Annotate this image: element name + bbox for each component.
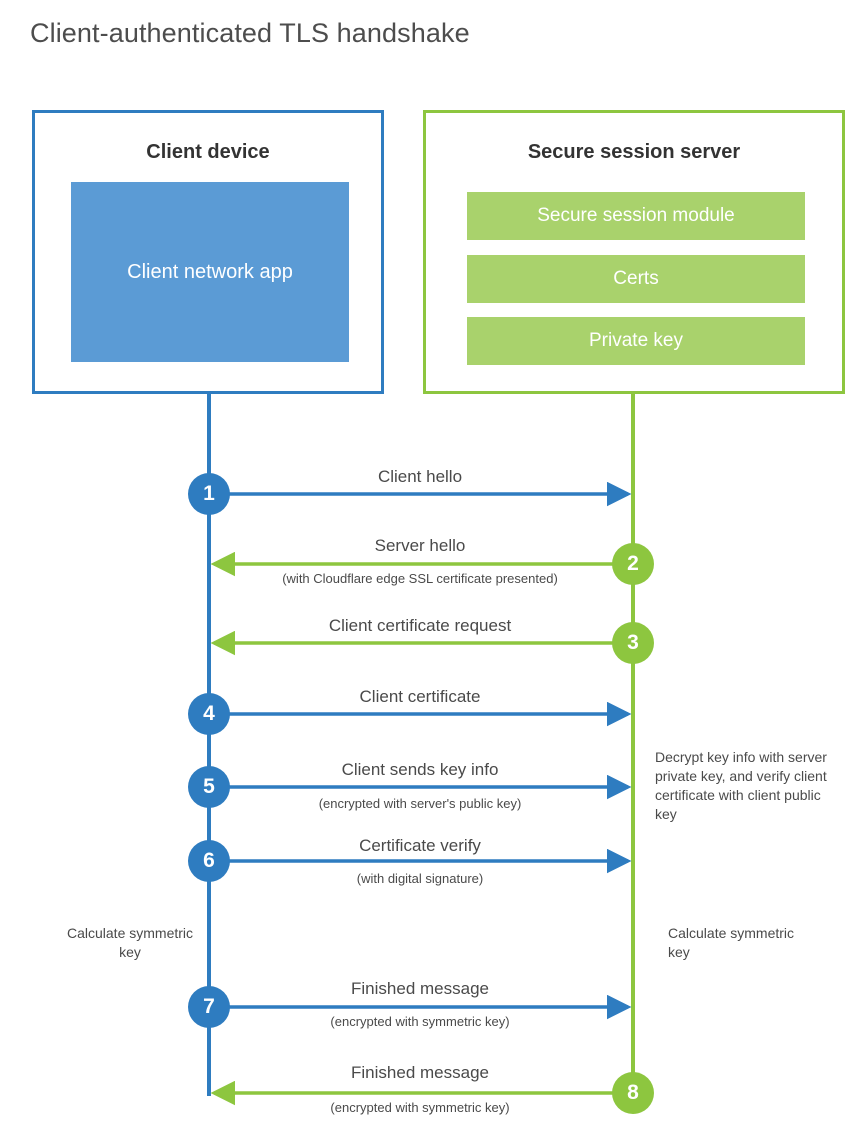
message-label-4: Client certificate xyxy=(359,687,481,706)
step-circle-4[interactable]: 4 xyxy=(188,693,230,735)
server-lifeline xyxy=(631,391,635,1093)
secure-session-server-title: Secure session server xyxy=(527,141,741,163)
step-circle-8[interactable]: 8 xyxy=(612,1072,654,1114)
client-network-app-block: Client network app xyxy=(71,182,349,362)
message-sublabel-7: (encrypted with symmetric key) xyxy=(330,1014,510,1029)
step-circle-5[interactable]: 5 xyxy=(188,766,230,808)
step-circle-6[interactable]: 6 xyxy=(188,840,230,882)
step-circle-7[interactable]: 7 xyxy=(188,986,230,1028)
message-label-7: Finished message xyxy=(351,979,489,998)
step-circle-3[interactable]: 3 xyxy=(612,622,654,664)
page-title: Client-authenticated TLS handshake xyxy=(30,18,470,48)
client-lifeline xyxy=(207,391,211,1096)
note-calculate-symmetric-key-server: Calculate symmetric key xyxy=(668,925,795,960)
note-decrypt-key-info: Decrypt key info with server private key… xyxy=(655,749,827,822)
message-label-1: Client hello xyxy=(377,467,463,486)
message-sublabel-8: (encrypted with symmetric key) xyxy=(330,1100,510,1115)
message-label-6: Certificate verify xyxy=(359,836,481,855)
client-device-title: Client device xyxy=(146,141,270,163)
client-device-box: Client device Client network app xyxy=(32,110,384,394)
note-calculate-symmetric-key-client: Calculate symmetric key xyxy=(66,925,194,960)
step-circle-1[interactable]: 1 xyxy=(188,473,230,515)
server-module-certs: Certs xyxy=(467,255,805,303)
message-label-3: Client certificate request xyxy=(328,616,512,635)
message-sublabel-2: (with Cloudflare edge SSL certificate pr… xyxy=(282,571,558,586)
step-circle-2[interactable]: 2 xyxy=(612,543,654,585)
server-module-secure-session-module: Secure session module xyxy=(467,192,805,240)
message-sublabel-5: (encrypted with server's public key) xyxy=(318,796,522,811)
server-module-private-key: Private key xyxy=(467,317,805,365)
message-label-5: Client sends key info xyxy=(341,760,499,779)
secure-session-server-box: Secure session server Secure session mod… xyxy=(423,110,845,394)
message-label-8: Finished message xyxy=(351,1063,489,1082)
message-sublabel-6: (with digital signature) xyxy=(356,871,484,886)
message-label-2: Server hello xyxy=(374,536,466,555)
